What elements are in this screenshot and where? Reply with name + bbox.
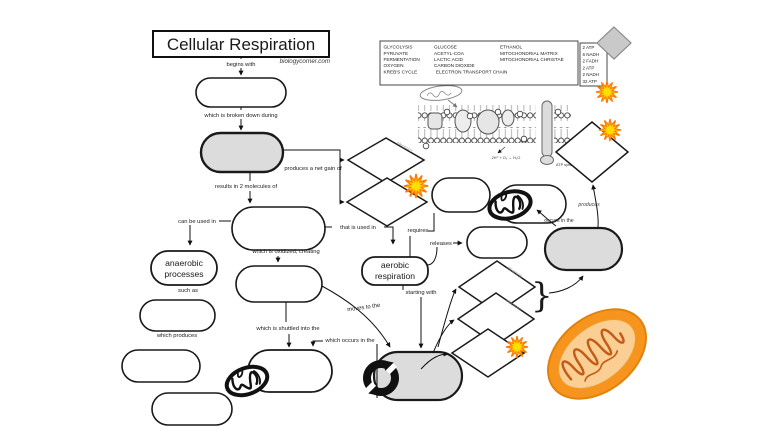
word-bank-term: GLUCOSE: [434, 45, 457, 50]
node-krebs-cycle-blank[interactable]: [372, 350, 464, 402]
word-bank-term: MITOCHONDRIAL CHRISTAE: [500, 57, 564, 62]
node-releases-blank[interactable]: [466, 226, 528, 259]
tally-item: 6 NADH: [583, 52, 600, 57]
word-bank-term: ACETYL-COA: [434, 51, 465, 56]
label-which-occurs: which occurs in the: [324, 338, 374, 344]
node-such-as-blank[interactable]: [139, 299, 216, 332]
node-requires-blank[interactable]: [431, 177, 491, 213]
lipid-bilayer-bottom: [418, 127, 536, 143]
label-moves-to: moves to the: [347, 303, 381, 314]
atp-tally-box: [579, 42, 608, 87]
diamond-net-gain-1[interactable]: [346, 137, 426, 184]
word-bank-term: MITOCHONDRIAL MATRIX: [500, 51, 559, 56]
label-that-is-used: that is used in: [340, 225, 376, 231]
tally-item: 2 NADH: [583, 72, 600, 77]
label-such-as: such as: [178, 288, 198, 294]
word-bank-term: FERMENTATION: [384, 57, 420, 62]
label-releases: releases: [430, 241, 452, 247]
node-begins-with-blank[interactable]: [195, 77, 287, 108]
credit-text: biologycorner.com: [280, 58, 330, 65]
word-bank-term: ELECTRON TRANSPORT CHAIN: [436, 69, 507, 74]
label-requires: requires: [408, 228, 429, 234]
node-labels: anaerobic processes aerobic respiration: [164, 258, 415, 281]
node-anaerobic-processes: [150, 250, 218, 286]
water-reaction-arrow: [497, 146, 506, 154]
word-bank: GLYCOLYSIS GLUCOSE ETHANOL PYRUVATE ACET…: [379, 40, 579, 86]
word-bank-term: GLYCOLYSIS: [384, 45, 413, 50]
protein-complex-icons: [427, 109, 515, 135]
lipid-bilayer-bottom-right: [554, 127, 571, 143]
atp-tally: 2 ATP 6 NADH 2 FADH 2 ATP 2 NADH 32 ATP: [579, 26, 632, 87]
word-bank-term: LACTIC ACID: [434, 57, 464, 62]
word-bank-term: OXYGEN: [384, 63, 404, 68]
label-two-molecules: results in 2 molecules of: [215, 184, 278, 190]
node-breakdown-process-blank[interactable]: [199, 131, 285, 174]
word-bank-term: CARBON DIOXIDE: [434, 63, 475, 68]
atp-synthase-icon: [540, 100, 554, 165]
node-produces-blank-1[interactable]: [121, 349, 201, 383]
diamond-output-3[interactable]: [450, 328, 526, 378]
grouping-brace: }: [531, 276, 553, 316]
connector-lines: [187, 56, 599, 398]
krebs-cycle-icon: [363, 360, 399, 396]
node-two-molecules-blank[interactable]: [231, 206, 326, 251]
node-etc-location-blank[interactable]: [543, 226, 624, 272]
page-title: Cellular Respiration: [167, 35, 315, 54]
label-can-be-used: can be used in: [178, 219, 216, 225]
label-net-gain: produces a net gain of: [284, 166, 342, 172]
anaerobic-node-text-2: processes: [164, 269, 203, 279]
node-oxidized-blank[interactable]: [235, 265, 323, 303]
label-broken-down: which is broken down during: [203, 113, 277, 119]
legend-diamond: [596, 26, 632, 60]
label-shuttled: which is shuttled into the: [255, 326, 319, 332]
node-produces-blank-2[interactable]: [151, 392, 233, 426]
label-which-produces: which produces: [156, 333, 197, 339]
mitochondrion-color-image: [547, 308, 647, 400]
word-bank-box: [379, 40, 579, 86]
label-starting-with: starting with: [406, 290, 437, 296]
proton-icons: [422, 108, 562, 150]
tally-item: 2 ATP: [583, 65, 595, 70]
anaerobic-node-text-1: anaerobic: [165, 258, 203, 268]
aerobic-node-text-1: aerobic: [381, 260, 410, 270]
word-bank-term: KREB'S CYCLE: [384, 69, 418, 74]
mitochondrion-sketch-icon: [419, 85, 463, 108]
label-produces: produces: [577, 202, 600, 208]
water-reaction-label: 2H⁺ + O₂ → H₂O: [492, 156, 521, 160]
aerobic-node-text-2: respiration: [375, 271, 415, 281]
tally-item: 32 ATP: [583, 79, 597, 84]
word-bank-term: PYRUVATE: [384, 51, 409, 56]
tally-item: 2 ATP: [583, 45, 595, 50]
label-oxidized: which is oxidized, creating: [251, 249, 319, 255]
label-begins-with: begins with: [226, 62, 255, 68]
node-aerobic-respiration: [361, 256, 429, 286]
atp-synthase-label: ATP synthase: [556, 163, 579, 167]
label-occurs-in-the: occurs in the: [544, 218, 574, 224]
etc-membrane-illustration: 2H⁺ + O₂ → H₂O ATP synthase: [418, 85, 579, 167]
word-bank-term: ETHANOL: [500, 45, 523, 50]
tally-item: 2 FADH: [583, 59, 599, 64]
title-box: [152, 30, 330, 58]
